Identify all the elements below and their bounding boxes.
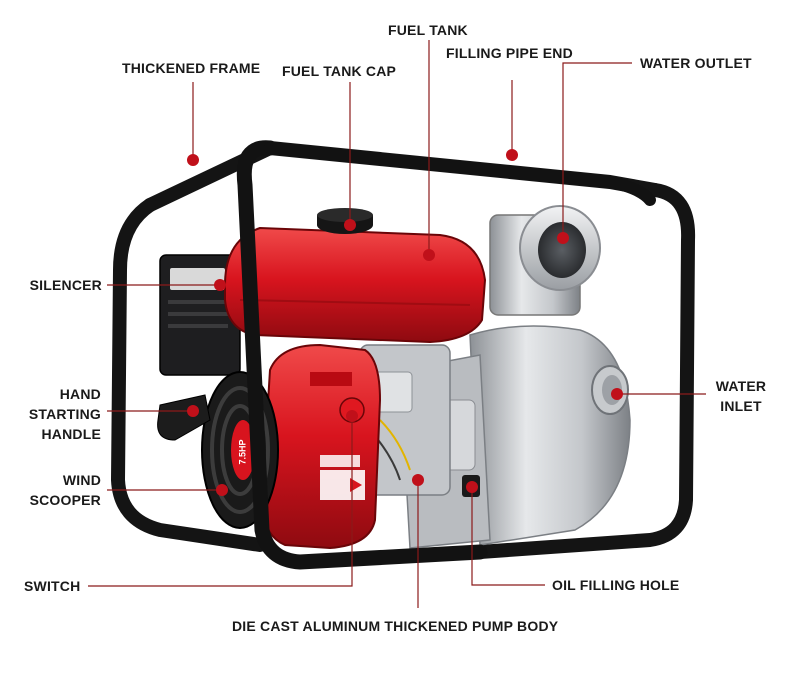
label-hand-starting-handle-line-3: HANDLE	[41, 426, 101, 442]
hand-starting-handle	[157, 394, 211, 441]
leader-lines	[88, 40, 706, 608]
label-water-inlet-line-2: INLET	[720, 398, 762, 414]
marker-dots	[187, 149, 623, 496]
fuel-tank	[224, 208, 487, 344]
frame-front	[236, 140, 656, 570]
label-water-inlet-line-1: WATER	[715, 378, 767, 394]
label-hand-starting-handle-line-2: STARTING	[28, 406, 101, 422]
label-fuel-tank: FUEL TANK	[388, 22, 468, 38]
marker-switch	[346, 410, 358, 422]
label-hand-starting-handle: HAND STARTING HANDLE	[20, 384, 101, 444]
label-pump-body: DIE CAST ALUMINUM THICKENED PUMP BODY	[232, 618, 559, 634]
marker-silencer	[214, 279, 226, 291]
marker-water-outlet	[557, 232, 569, 244]
marker-water-inlet	[611, 388, 623, 400]
marker-fuel-tank	[423, 249, 435, 261]
marker-wind-scooper	[216, 484, 228, 496]
label-silencer: SILENCER	[29, 277, 102, 293]
label-water-inlet: WATER INLET	[706, 376, 776, 416]
label-hand-starting-handle-line-1: HAND	[59, 386, 101, 402]
marker-oil-filling-hole	[466, 481, 478, 493]
label-oil-filling-hole: OIL FILLING HOLE	[552, 577, 680, 593]
label-wind-scooper: WIND SCOOPER	[20, 470, 101, 510]
leader-switch	[88, 416, 353, 587]
label-wind-scooper-line-1: WIND	[62, 472, 101, 488]
marker-pump-body	[412, 474, 424, 486]
label-switch: SWITCH	[24, 578, 81, 594]
marker-filling-pipe-end	[506, 149, 518, 161]
leader-oil-filling-hole	[471, 487, 545, 586]
label-water-outlet: WATER OUTLET	[640, 55, 752, 71]
marker-hand-starting-handle	[187, 405, 199, 417]
label-filling-pipe-end: FILLING PIPE END	[446, 45, 573, 61]
marker-fuel-tank-cap	[344, 219, 356, 231]
marker-thickened-frame	[187, 154, 199, 166]
power-rating-decal: 7.5HP	[237, 439, 247, 464]
leader-water-outlet	[562, 62, 632, 238]
label-thickened-frame: THICKENED FRAME	[122, 60, 261, 76]
engine-block	[359, 344, 451, 496]
label-fuel-tank-cap: FUEL TANK CAP	[282, 63, 397, 79]
recoil-cover	[260, 343, 382, 550]
label-wind-scooper-line-2: SCOOPER	[29, 492, 101, 508]
